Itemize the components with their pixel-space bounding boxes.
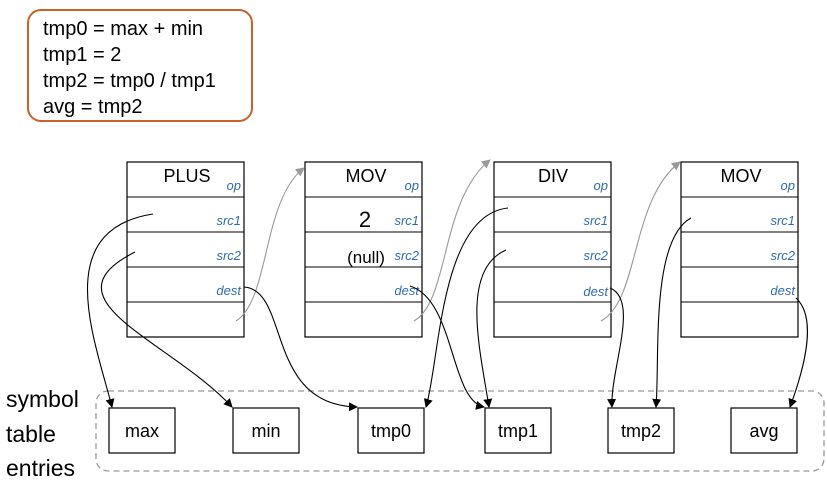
pointer-plus-dest-to-tmp0 bbox=[243, 286, 358, 412]
symbol-entry-avg-label: avg bbox=[749, 421, 778, 441]
instruction-3-op: DIV bbox=[538, 166, 568, 186]
instruction-4-box bbox=[680, 161, 799, 338]
instruction-3-src2-label: src2 bbox=[583, 248, 608, 263]
pointer-plus-src1-to-max bbox=[86, 213, 154, 408]
instruction-4-src1-label: src1 bbox=[770, 213, 795, 228]
instruction-1: PLUS op src1 src2 dest bbox=[126, 161, 245, 338]
instruction-2-box bbox=[304, 161, 423, 338]
symbol-entry-tmp1-label: tmp1 bbox=[498, 421, 538, 441]
side-label-line-3: entries bbox=[6, 455, 76, 481]
code-line-3: tmp2 = tmp0 / tmp1 bbox=[43, 70, 216, 92]
instruction-3-src1-label: src1 bbox=[583, 213, 608, 228]
instruction-1-src2-label: src2 bbox=[216, 248, 241, 263]
symbol-entry-avg: avg bbox=[730, 407, 798, 454]
symbol-entry-min: min bbox=[232, 407, 300, 454]
symbol-entry-tmp0-label: tmp0 bbox=[371, 421, 411, 441]
pointer-mov-dest-to-avg bbox=[788, 297, 808, 408]
symbol-table-region bbox=[95, 390, 825, 472]
symbol-entry-tmp2-label: tmp2 bbox=[621, 421, 661, 441]
instruction-1-op-label: op bbox=[227, 178, 241, 193]
side-label-line-2: table bbox=[6, 421, 56, 447]
symbol-entry-max: max bbox=[108, 407, 176, 454]
instruction-2-op: MOV bbox=[345, 166, 386, 186]
instruction-4: MOV op src1 src2 dest bbox=[680, 161, 799, 338]
pointer-mov-src1-to-tmp2 bbox=[652, 217, 692, 408]
instruction-2-src1-label: src1 bbox=[394, 213, 419, 228]
code-line-4: avg = tmp2 bbox=[43, 96, 143, 118]
instruction-3-box bbox=[493, 161, 612, 338]
symbol-entry-tmp2: tmp2 bbox=[607, 407, 675, 454]
next-link-2-to-3 bbox=[413, 159, 491, 322]
instruction-2-src2-value: (null) bbox=[347, 248, 385, 267]
pointer-div-dest-to-tmp2 bbox=[607, 287, 624, 408]
instruction-2-src1-value: 2 bbox=[359, 207, 371, 232]
pointer-div-src2-to-tmp1 bbox=[476, 249, 507, 408]
next-link-3-to-4 bbox=[600, 161, 681, 322]
instruction-1-box bbox=[126, 161, 245, 338]
instruction-1-dest-label: dest bbox=[216, 283, 242, 298]
instruction-4-op-label: op bbox=[781, 178, 795, 193]
code-line-1: tmp0 = max + min bbox=[43, 18, 204, 40]
pointer-plus-src2-to-min bbox=[100, 251, 233, 408]
pointer-mov-dest-to-tmp1 bbox=[409, 285, 485, 410]
source-code-box: tmp0 = max + min tmp1 = 2 tmp2 = tmp0 / … bbox=[27, 9, 253, 122]
instruction-2: MOV 2 (null) op src1 src2 dest bbox=[304, 161, 423, 338]
instruction-2-src2-label: src2 bbox=[394, 248, 419, 263]
instruction-1-src1-label: src1 bbox=[216, 213, 241, 228]
symbol-entry-tmp1: tmp1 bbox=[484, 407, 552, 454]
symbol-entry-tmp0: tmp0 bbox=[357, 407, 425, 454]
next-link-1-to-2 bbox=[235, 167, 305, 322]
instruction-2-op-label: op bbox=[405, 178, 419, 193]
instruction-4-src2-label: src2 bbox=[770, 248, 795, 263]
side-label-line-1: symbol bbox=[6, 386, 79, 412]
pointer-div-src1-to-tmp0 bbox=[423, 207, 509, 408]
instruction-2-dest-label: dest bbox=[394, 283, 420, 298]
code-line-2: tmp1 = 2 bbox=[43, 44, 122, 66]
instruction-4-op: MOV bbox=[720, 166, 761, 186]
symbol-entry-max-label: max bbox=[125, 421, 159, 441]
instruction-1-op: PLUS bbox=[163, 166, 210, 186]
instruction-3-dest-label: dest bbox=[583, 284, 609, 299]
symbol-entry-min-label: min bbox=[251, 421, 280, 441]
instruction-4-dest-label: dest bbox=[770, 283, 796, 298]
instruction-3-op-label: op bbox=[594, 178, 608, 193]
instruction-3: DIV op src1 src2 dest bbox=[493, 161, 612, 338]
